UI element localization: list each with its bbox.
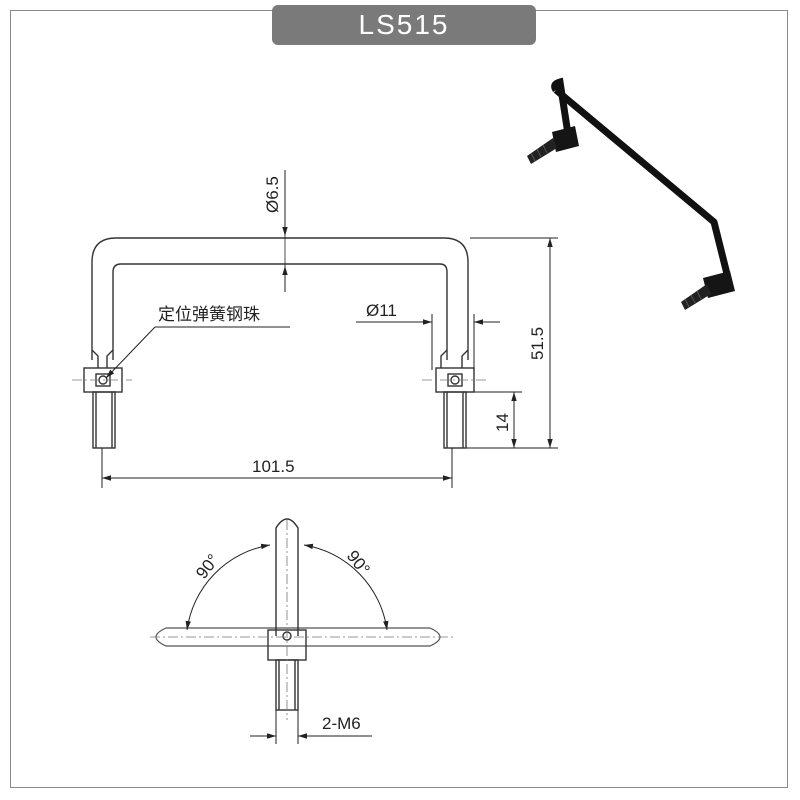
label-width-total: 101.5: [252, 457, 295, 476]
label-thread: 2-M6: [322, 714, 361, 733]
label-angle-right: 90°: [343, 547, 374, 579]
label-angle-left: 90°: [192, 550, 223, 582]
callout-leader: [105, 326, 290, 379]
title-tab: LS515: [272, 5, 536, 45]
title-text: LS515: [358, 9, 450, 40]
dim-diameter-boss: [356, 314, 500, 370]
label-height-total: 51.5: [528, 327, 547, 360]
side-centerlines: [150, 520, 455, 720]
handle-3d-render: [527, 77, 735, 310]
dim-thread: [250, 710, 372, 744]
label-diameter-boss: Ø11: [366, 301, 397, 320]
label-height-stud: 14: [493, 413, 512, 432]
label-callout: 定位弹簧钢珠: [158, 305, 260, 324]
side-view-folded-rod: [155, 627, 441, 647]
rotation-arcs: [185, 543, 389, 631]
front-view-handle: [83, 237, 475, 449]
dim-height-stud: [466, 391, 522, 448]
dim-height-total: [466, 237, 558, 449]
dim-width-total: [101, 448, 453, 488]
label-diameter-rod: Ø6.5: [263, 176, 282, 213]
